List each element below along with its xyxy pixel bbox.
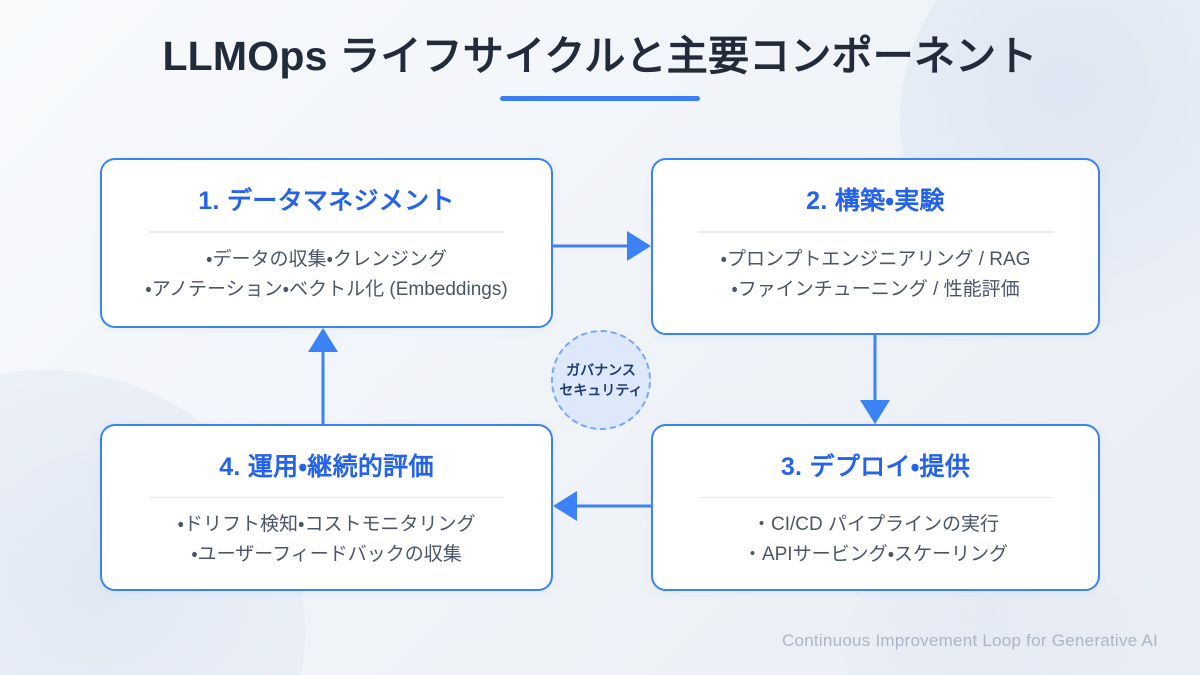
card-body: ・プロンプトエンジニアリング / RAG ・ファインチューニング / 性能評価: [721, 245, 1031, 304]
arrow-shaft: [321, 344, 325, 424]
governance-label: ガバナンス: [566, 361, 636, 378]
header: LLMOps ライフサイクルと主要コンポーネント: [0, 33, 1200, 101]
arrow-head: [627, 231, 651, 261]
card-operate-evaluate[interactable]: 4. 運用・継続的評価 ・ドリフト検知・コストモニタリング ・ユーザーフィードバ…: [100, 424, 553, 591]
arrow-head: [860, 400, 890, 424]
arrow-shaft: [569, 504, 651, 508]
card-bullet-line: ・ドリフト検知・コストモニタリング: [177, 514, 476, 536]
card-title: 4. 運用・継続的評価: [219, 453, 434, 481]
page-title: LLMOps ライフサイクルと主要コンポーネント: [162, 33, 1038, 79]
arrow-down-icon: [859, 335, 891, 424]
card-divider: [149, 497, 504, 499]
security-label: セキュリティ: [559, 382, 643, 398]
card-body: ・ドリフト検知・コストモニタリング ・ユーザーフィードバックの収集: [178, 510, 476, 569]
arrow-shaft: [553, 244, 635, 248]
card-title: 2. 構築・実験: [806, 187, 945, 215]
card-body: ・データの収集・クレンジング ・アノテーション・ベクトル化 (Embedding…: [145, 245, 507, 304]
arrow-up-icon: [307, 328, 339, 424]
card-divider: [149, 231, 504, 234]
arrow-head: [308, 328, 338, 352]
card-title: 1. データマネジメント: [198, 187, 455, 215]
arrow-left-icon: [553, 490, 651, 522]
card-build-experiment[interactable]: 2. 構築・実験 ・プロンプトエンジニアリング / RAG ・ファインチューニン…: [651, 158, 1100, 335]
arrow-shaft: [873, 335, 877, 410]
title-underline-accent: [500, 95, 700, 101]
card-bullet-line: ・APIサービング・スケーリング: [742, 543, 1009, 565]
footer-caption: Continuous Improvement Loop for Generati…: [781, 631, 1158, 650]
card-divider: [698, 497, 1053, 499]
card-title: 3. デプロイ・提供: [780, 453, 971, 481]
card-bullet-line: ・ファインチューニング / 性能評価: [731, 278, 1020, 300]
card-bullet-line: ・データの収集・クレンジング: [206, 249, 447, 271]
governance-security-badge: ガバナンス セキュリティ: [551, 330, 651, 430]
arrow-head: [553, 491, 577, 521]
card-body: ・CI/CD パイプラインの実行 ・APIサービング・スケーリング: [743, 510, 1008, 569]
arrow-right-icon: [553, 230, 651, 262]
card-bullet-line: ・ユーザーフィードバックの収集: [191, 543, 462, 565]
card-bullet-line: ・プロンプトエンジニアリング / RAG: [720, 249, 1031, 271]
card-bullet-line: ・アノテーション・ベクトル化 (Embeddings): [145, 278, 508, 300]
card-deploy-serve[interactable]: 3. デプロイ・提供 ・CI/CD パイプラインの実行 ・APIサービング・スケ…: [651, 424, 1100, 591]
card-divider: [698, 231, 1053, 234]
card-bullet-line: ・CI/CD パイプラインの実行: [751, 514, 999, 536]
card-data-management[interactable]: 1. データマネジメント ・データの収集・クレンジング ・アノテーション・ベクト…: [100, 158, 553, 328]
